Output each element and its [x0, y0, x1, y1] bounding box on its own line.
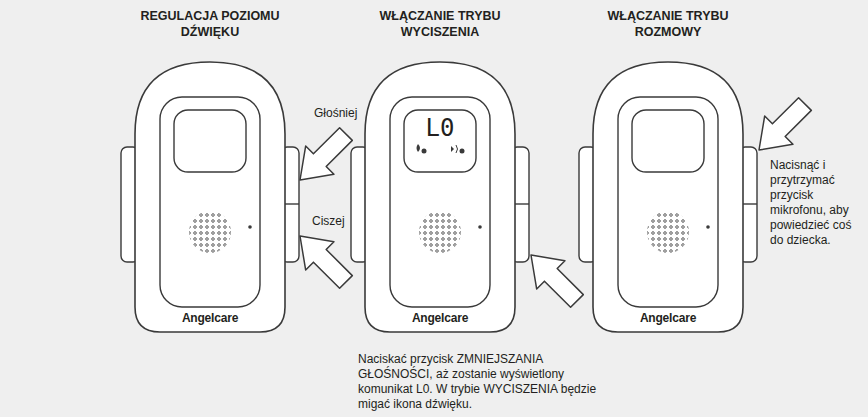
brand-logo: Angelcare: [628, 311, 708, 326]
pointer-arrow: [517, 241, 591, 315]
callout-label: Głośniej: [314, 106, 384, 121]
brand-logo: Angelcare: [170, 311, 250, 326]
pointer-arrow: [745, 90, 819, 164]
monitor-device: [579, 62, 757, 332]
callout-note: Nacisnąć i przytrzymać przycisk mikrofon…: [770, 158, 862, 248]
caption-note: Naciskać przycisk ZMNIEJSZANIA GŁOŚNOŚCI…: [358, 352, 620, 412]
section-heading: REGULACJA POZIOMU DŹWIĘKU: [140, 8, 280, 40]
pointer-arrow: [286, 222, 360, 296]
brand-logo: Angelcare: [400, 311, 480, 326]
pointer-arrow: [286, 120, 360, 194]
section-heading: WŁĄCZANIE TRYBU ROZMOWY: [598, 8, 738, 40]
monitor-device: [351, 62, 529, 332]
section-heading: WŁĄCZANIE TRYBU WYCISZENIA: [370, 8, 510, 40]
screen-display: L0: [410, 115, 470, 141]
monitor-device: [121, 62, 299, 332]
screen-icons: [417, 144, 465, 154]
callout-label: Ciszej: [312, 214, 382, 229]
